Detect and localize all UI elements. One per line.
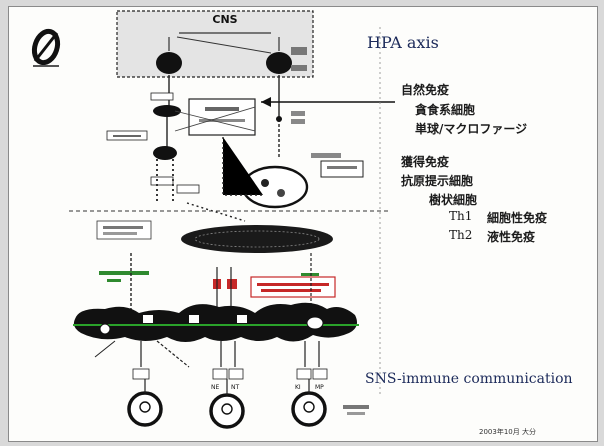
logo-mark (31, 28, 62, 67)
th2-desc: 液性免疫 (487, 228, 535, 245)
th1-name: Th1 (449, 209, 472, 223)
innate-line1: 貪食系細胞 (415, 101, 475, 118)
brainstem-node (266, 52, 292, 74)
th1-desc: 細胞性免疫 (487, 209, 547, 226)
th2-name: Th2 (449, 228, 472, 242)
acquired-line1: 抗原提示細胞 (401, 172, 473, 189)
hypothalamus-node (156, 52, 182, 74)
innate-heading: 自然免疫 (401, 81, 449, 98)
acquired-heading: 獲得免疫 (401, 153, 449, 170)
label-nt: NT (231, 384, 239, 391)
ganglion-node (276, 116, 282, 122)
label-ne: NE (211, 384, 219, 391)
sns-immune-title: SNS-immune communication (365, 371, 573, 387)
lymphoid-organ (181, 225, 333, 253)
slide: CNS NE NT KI MP HPA axis 自然免疫 貪食系細胞 単球/マ… (8, 6, 598, 442)
footer-date: 2003年10月 大分 (479, 427, 536, 437)
immune-cell-1 (129, 393, 161, 425)
innate-line2: 単球/マクロファージ (415, 120, 527, 137)
cns-label: CNS (212, 13, 237, 26)
immune-cell-3 (293, 393, 325, 425)
label-ki: KI (295, 384, 301, 391)
label-mp: MP (315, 384, 324, 391)
hpa-axis-title: HPA axis (367, 33, 439, 52)
acquired-line2: 樹状細胞 (429, 191, 477, 208)
adrenal-node (153, 146, 177, 160)
immune-cell-2 (211, 395, 243, 427)
red-annotation-box (251, 277, 335, 297)
